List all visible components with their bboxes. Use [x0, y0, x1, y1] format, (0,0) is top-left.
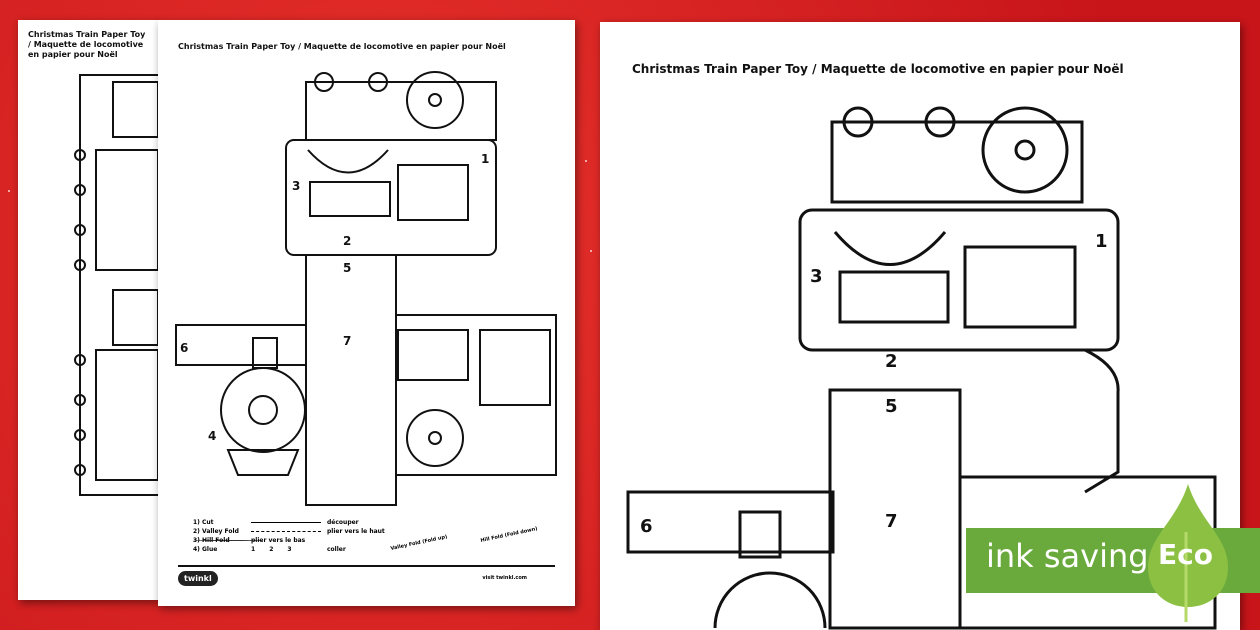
tab-number-7: 7: [885, 511, 898, 532]
footer-divider: [178, 565, 555, 567]
tab-number-7: 7: [343, 334, 351, 348]
eco-label: Eco: [1158, 538, 1213, 571]
tab-number-3: 3: [292, 179, 300, 193]
tab-number-1: 1: [481, 152, 489, 166]
locomotive-cutout-drawing: 1 2 3 4 5 6 7: [175, 71, 557, 506]
page-title: Christmas Train Paper Toy / Maquette de …: [28, 30, 146, 59]
tab-number-2: 2: [343, 234, 351, 248]
carriage-cutout-drawing: [74, 74, 158, 496]
tab-number-4: 4: [208, 429, 216, 443]
tab-number-5: 5: [343, 261, 351, 275]
tab-number-3: 3: [810, 266, 823, 287]
leaf-drop-icon: [1148, 484, 1228, 622]
tab-number-6: 6: [640, 516, 653, 537]
tab-number-1: 1: [1095, 231, 1108, 252]
page-title: Christmas Train Paper Toy / Maquette de …: [632, 62, 1124, 76]
tab-number-6: 6: [180, 341, 188, 355]
tab-number-2: 2: [885, 351, 898, 372]
worksheet-page-front[interactable]: Christmas Train Paper Toy / Maquette de …: [158, 20, 575, 606]
visit-link[interactable]: visit twinkl.com: [482, 575, 527, 581]
twinkl-logo: twinkl: [178, 571, 218, 586]
worksheet-page-back[interactable]: Christmas Train Paper Toy / Maquette de …: [18, 20, 158, 600]
ink-saving-text: ink saving: [986, 537, 1149, 575]
page-title: Christmas Train Paper Toy / Maquette de …: [178, 42, 506, 51]
tab-number-5: 5: [885, 396, 898, 417]
